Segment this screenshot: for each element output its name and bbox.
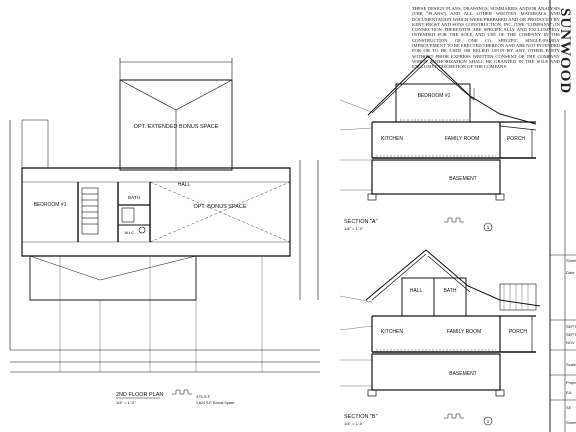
floor-plan-area-note: 1,624 S.F. Bonus Space: [196, 401, 235, 405]
section-a-scale: 1/4" = 1'-0": [344, 226, 364, 231]
section-b-hall: HALL: [410, 288, 423, 294]
room-hall: HALL: [178, 182, 191, 188]
title-block-cell: SE: [566, 405, 572, 410]
section-a-number: 1: [487, 225, 490, 230]
floor-plan-title: 2ND FLOOR PLAN: [116, 392, 163, 398]
section-a-porch: PORCH: [507, 136, 525, 142]
title-block: [549, 0, 576, 432]
title-block-cell: NOV: [566, 340, 575, 345]
section-b-porch: PORCH: [509, 329, 527, 335]
title-block-cell: EA: [566, 390, 572, 395]
title-block-cell: SEPT: [566, 324, 576, 329]
section-b-title: SECTION "B": [344, 414, 378, 420]
floor-plan-title-block: 2ND FLOOR PLAN 1/4" = 1'-0" 475 S.F. 1,6…: [116, 389, 235, 405]
section-b: [339, 249, 541, 397]
section-a-bedroom: BEDROOM #1: [418, 93, 451, 99]
section-a-labels: BEDROOM #1 KITCHEN FAMILY ROOM PORCH BAS…: [344, 93, 525, 232]
room-wic: W.I.C.: [125, 230, 136, 235]
section-b-marker: [483, 416, 493, 426]
section-b-basement: BASEMENT: [449, 371, 477, 377]
floor-plan-labels: OPT. EXTENDED BONUS SPACE BEDROOM #1 HAL…: [34, 124, 247, 235]
scale-bar: [172, 389, 192, 395]
floor-plan-scale: 1/4" = 1'-0": [116, 400, 136, 405]
room-bedroom-1: BEDROOM #1: [34, 202, 67, 208]
room-bath: BATH: [128, 195, 140, 200]
title-block-cell: Sheet: [566, 258, 576, 263]
title-block-cell: Sheet: [566, 420, 576, 425]
section-b-number: 1: [487, 419, 490, 424]
section-a-scale-bar: [444, 217, 464, 223]
section-a: [339, 55, 537, 201]
title-block-cell: SEPT: [566, 332, 576, 337]
title-block-name: SUNWOOD: [557, 8, 573, 95]
title-block-cell: Scale: [566, 362, 576, 367]
section-b-kitchen: KITCHEN: [381, 329, 403, 335]
section-b-labels: HALL BATH KITCHEN FAMILY ROOM PORCH BASE…: [344, 288, 527, 426]
room-opt-extended-bonus: OPT. EXTENDED BONUS SPACE: [134, 124, 219, 130]
section-b-scale-bar: [444, 413, 464, 419]
section-a-family-room: FAMILY ROOM: [445, 136, 479, 142]
floor-plan: [9, 58, 320, 373]
room-opt-bonus: OPT. BONUS SPACE: [193, 204, 246, 210]
section-a-kitchen: KITCHEN: [381, 136, 403, 142]
section-a-title: SECTION "A": [344, 219, 378, 225]
title-block-cell: Date: [566, 270, 575, 275]
section-b-family-room: FAMILY ROOM: [447, 329, 481, 335]
floor-plan-area: 475 S.F.: [196, 394, 211, 399]
section-b-bath: BATH: [444, 288, 457, 294]
section-b-scale: 1/4" = 1'-0": [344, 421, 364, 426]
disclaimer-text: These design plans, drawings, summaries …: [412, 6, 560, 70]
section-a-marker: [483, 222, 493, 232]
title-block-cell: Project: [566, 380, 576, 385]
section-a-basement: BASEMENT: [449, 176, 477, 182]
